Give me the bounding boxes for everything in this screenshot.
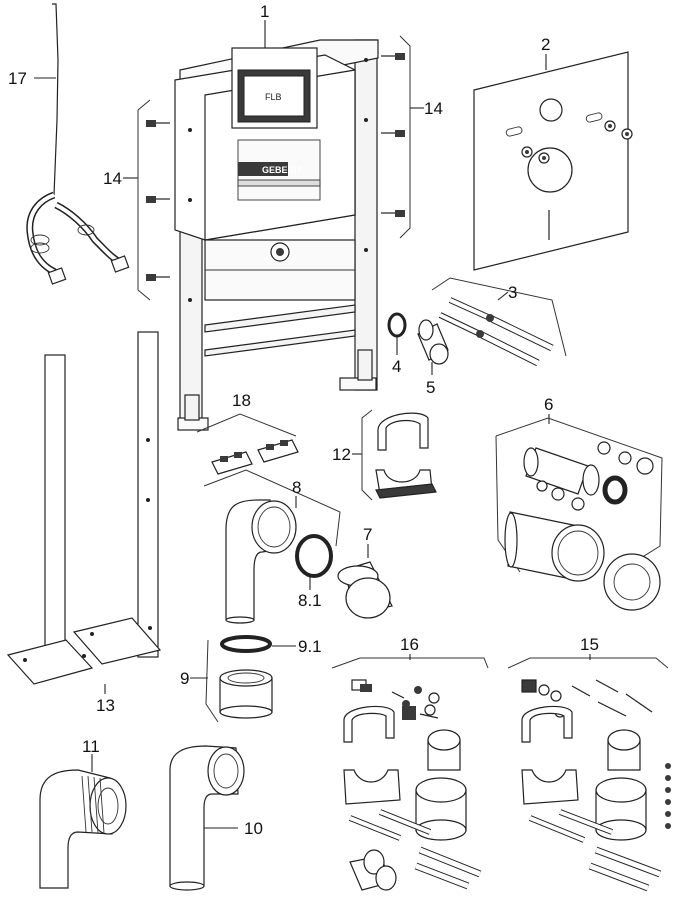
part-1-installation-frame: FLB GEBERIT [174,39,379,431]
label-6: 6 [544,395,553,414]
part-12-pipe-bracket [361,409,437,501]
part-16-connection-kit [331,657,489,891]
label-12: 12 [332,445,351,464]
part-14-screws-right [381,35,411,239]
part-13-support-feet [6,331,162,685]
brand-logo: GEBERIT [262,165,303,175]
label-14-left: 14 [103,169,122,188]
part-3-threaded-rods [431,277,567,367]
label-2: 2 [541,35,550,54]
label-9-1: 9.1 [298,637,322,656]
part-4-seal-ring [387,312,407,338]
label-1: 1 [260,2,269,21]
label-17: 17 [8,69,27,88]
part-18-mounting-clips [196,413,299,475]
label-8: 8 [292,478,301,497]
part-14-screws-left [137,99,170,301]
label-5: 5 [426,378,435,397]
svg-text:FLB: FLB [265,92,282,102]
label-14-right: 14 [424,99,443,118]
label-3: 3 [508,283,517,302]
part-11-flexible-bend [39,769,127,889]
label-10: 10 [244,819,263,838]
part-9-connector-piece [205,635,273,723]
part-8-1-seal [295,534,333,578]
label-13: 13 [96,696,115,715]
part-10-pipe-bend [169,745,245,891]
part-2-sound-insulation-panel [473,51,633,271]
label-15: 15 [580,635,599,654]
label-9: 9 [180,669,189,688]
part-15-connection-kit [507,657,671,892]
label-18: 18 [232,391,251,410]
part-17-flush-hose [26,3,130,285]
label-16: 16 [400,635,419,654]
label-11: 11 [82,737,100,756]
part-7-sleeve [337,561,393,619]
part-8-pipe-bend [203,469,341,624]
part-5-connector-sleeve [417,319,449,365]
label-7: 7 [363,525,372,544]
label-8-1: 8.1 [298,591,322,610]
part-6-connection-set [495,417,663,611]
label-4: 4 [392,357,401,376]
